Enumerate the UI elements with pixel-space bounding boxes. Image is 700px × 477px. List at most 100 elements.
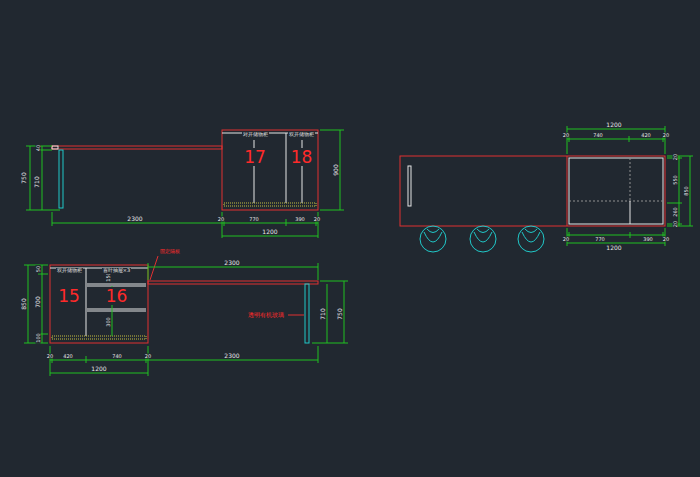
dimension-label: 20 [144,354,152,359]
drawer-line [630,201,631,224]
dimension-label: 100 [36,332,41,344]
dim-line [28,265,29,343]
tabletop [52,146,222,149]
plan-view [400,156,665,252]
dimension-label: 2300 [223,260,240,266]
bottom-elevation [50,256,318,343]
tabletop-end [52,146,58,149]
drawer-line [87,311,146,312]
dimension-label: 20 [217,217,225,222]
ext-line [312,343,348,344]
glass-leg [59,150,63,208]
ext-line [320,210,344,211]
top-dimensions [26,130,344,238]
dimension-label: 20 [562,133,570,138]
dimension-label: 40 [36,144,41,152]
ext-line [286,219,287,226]
chair-back [525,229,537,233]
top-elevation [52,130,318,210]
cabinet-outline [50,265,148,343]
dimension-label: 750 [21,171,27,184]
divider [567,156,568,226]
hidden-line [630,158,631,201]
ext-line [667,203,682,204]
dimension-label: 2300 [126,216,143,222]
leader-line [150,256,158,280]
chair-seat [474,232,492,242]
callout-number: 17 [243,148,267,167]
cabinet-compartment: 百叶抽屉×3 16 [87,268,146,335]
dim-line [222,236,318,237]
note-label: 透明有机玻璃 [247,312,285,318]
dimension-label: 2300 [223,353,240,359]
callout-number: 18 [290,148,314,167]
plan-outline [400,156,665,226]
ext-line [148,263,149,280]
drawer-line [87,309,146,310]
ext-line [318,346,319,363]
leader-line [288,315,304,316]
divider [286,133,287,203]
dim-line [567,235,665,236]
part-name: 百叶抽屉×3 [102,268,131,274]
tabletop [148,281,318,284]
chairs [420,226,544,252]
dimension-label: 850 [21,297,27,310]
divider [86,268,87,336]
ext-line [667,226,693,227]
dim-line [340,130,341,210]
dimension-label: 710 [320,307,326,320]
part-name: 双开储物柜 [56,268,83,274]
dimension-label: 420 [640,133,652,138]
part-name: 双开储物柜 [288,132,315,138]
dim-line [567,129,665,130]
dim-line [567,139,665,140]
dim-line [690,156,691,226]
dim-line [148,267,318,268]
ext-line [148,346,149,376]
dimension-label: 20 [662,133,670,138]
chair-back [427,229,439,233]
base-hatch [224,203,316,206]
dim-line [679,156,680,226]
dimension-label: 260 [673,206,678,218]
dimension-label: 20 [673,153,678,161]
ext-line [26,210,60,211]
ext-line [667,156,693,157]
dimension-label: 700 [35,295,41,308]
dimension-label: 850 [684,185,689,197]
chair [470,226,496,252]
dimension-label: 50 [36,265,41,273]
dimension-label: 750 [337,307,343,320]
ext-line [38,274,48,275]
dimension-label: 20 [562,237,570,242]
ext-line [630,232,631,238]
plan-dimensions [567,126,693,246]
note-label: 固定隔板 [159,249,181,254]
dim-line [327,284,328,343]
cabinet-compartment: 对开储物柜17 [224,132,286,202]
dimension-label: 1200 [605,122,622,128]
chair-seat [424,232,442,242]
chair [420,226,446,252]
chair [518,226,544,252]
dimension-label: 20 [673,220,678,228]
dimension-label: 420 [62,354,74,359]
chair-seat [522,232,540,242]
ext-line [318,263,319,280]
cabinet-compartment: 双开储物柜 18 [287,132,316,202]
dim-line [567,243,665,244]
ext-line [665,126,666,154]
bottom-dimensions [24,263,348,376]
callout-number: 16 [105,287,129,306]
dim-line [50,360,318,361]
dimension-label: 770 [594,237,606,242]
ext-line [52,212,53,226]
dimension-label: 1200 [605,245,622,251]
dimension-label: 1200 [90,366,107,372]
ext-line [320,130,344,131]
drawer-line [87,284,146,285]
ext-line [629,136,630,142]
glass-leg [305,284,309,343]
